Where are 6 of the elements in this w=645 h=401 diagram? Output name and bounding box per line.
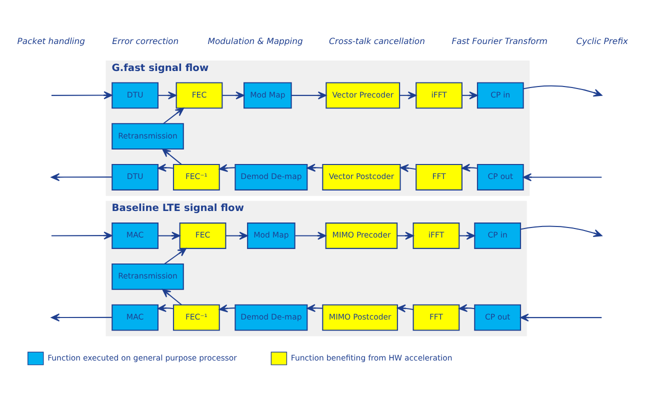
label: Cross-talk cancellation <box>329 36 425 46</box>
label: Modulation & Mapping <box>208 36 303 46</box>
label: Packet handling <box>17 36 86 46</box>
label: Cyclic Prefix <box>576 36 628 46</box>
label: Error correction <box>112 36 179 46</box>
label: Fast Fourier Transform <box>452 36 548 46</box>
